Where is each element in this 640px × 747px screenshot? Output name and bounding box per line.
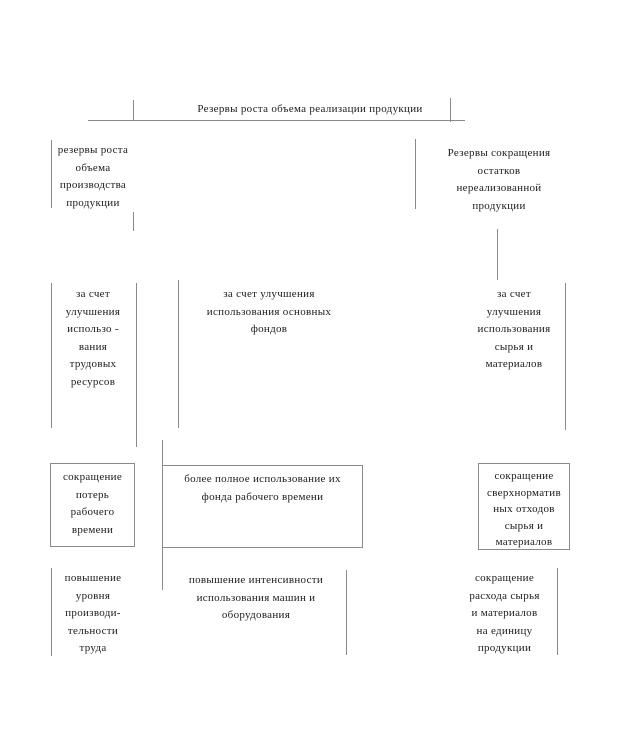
block-right-box-text: сокращение сверхнорматив ных отходов сыр… (487, 470, 561, 548)
block-right-bottom: сокращение расхода сырья и материалов на… (469, 572, 540, 654)
left-mid-border-right (136, 283, 137, 447)
diagram-title: Резервы роста объема реализации продукци… (197, 103, 423, 115)
block-center-bottom: повышение интенсивности использования ма… (188, 574, 324, 621)
title-underline (88, 120, 465, 121)
block-left-box: сокращение потерь рабочего времени (50, 463, 135, 547)
right-bottom-border-line (557, 568, 558, 655)
block-right-box: сокращение сверхнорматив ных отходов сыр… (478, 463, 570, 550)
block-right-top: Резервы сокращения остатков нереализован… (447, 147, 551, 212)
block-right-mid: за счет улучшения использования сырья и … (477, 288, 551, 370)
right-connector-line (497, 229, 498, 280)
right-top-border-line (415, 139, 416, 209)
title-right-tick (450, 98, 451, 122)
block-left-box-text: сокращение потерь рабочего времени (62, 471, 123, 536)
left-connector-line (133, 212, 134, 231)
block-left-mid: за счет улучшения использо - вания трудо… (65, 288, 121, 388)
block-left-bottom: повышение уровня производи- тельности тр… (64, 572, 122, 654)
center-mid-border-line (178, 280, 179, 428)
left-mid-border-left (51, 283, 52, 428)
block-left-top: резервы роста объема производства продук… (57, 144, 129, 209)
block-center-mid: за счет улучшения использования основных… (206, 288, 332, 335)
title-left-tick (133, 100, 134, 121)
left-top-border-line (51, 140, 52, 208)
block-center-box: более полное использование их фонда рабо… (162, 465, 363, 548)
left-bottom-border-line (51, 568, 52, 656)
right-mid-border-line (565, 283, 566, 430)
center-bottom-border-line (346, 570, 347, 655)
block-center-box-text: более полное использование их фонда рабо… (184, 473, 341, 503)
